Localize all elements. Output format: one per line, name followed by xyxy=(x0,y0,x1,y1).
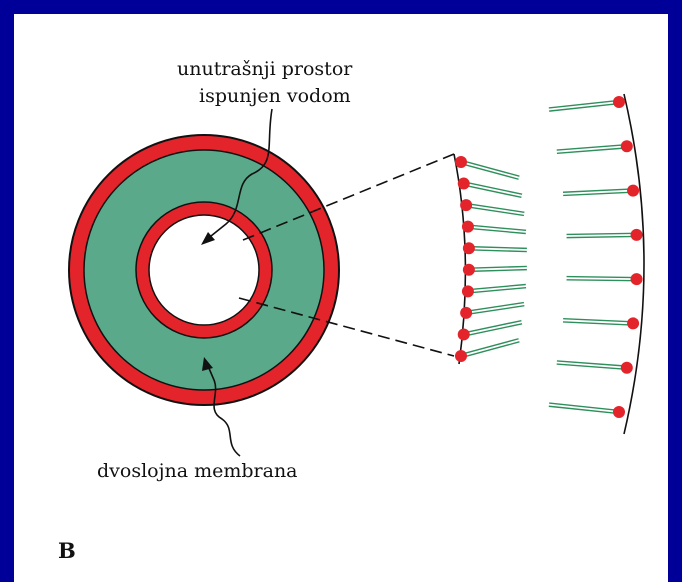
outer-lipid-3-tail-b xyxy=(563,191,634,197)
inner-lipid-2-head xyxy=(457,177,470,190)
outer-lipid-5-tail-a xyxy=(566,275,637,279)
membrane-pointer-line xyxy=(207,365,241,457)
membrane-label: dvoslojna membrana xyxy=(97,460,298,482)
inner-lipid-5-head xyxy=(462,242,475,255)
figure-frame: unutrašnji prostor ispunjen vodom dvoslo… xyxy=(14,14,668,582)
outer-lipid-4-tail-b xyxy=(566,235,637,239)
membrane-pointer-arrowhead xyxy=(202,357,213,371)
inner-lipid-2-tail-a xyxy=(463,184,522,199)
inner-lipid-8-head xyxy=(460,306,473,319)
inner-lipid-5-tail-a xyxy=(468,249,527,253)
outer-lipid-5-head xyxy=(630,273,643,286)
inner-lipid-3-head xyxy=(460,199,473,212)
outer-lipid-1-head xyxy=(613,96,625,108)
outer-lipid-8-tail-b xyxy=(548,405,619,415)
inner-lipid-9-tail-a xyxy=(463,323,523,337)
outer-lipid-3-head xyxy=(627,184,640,197)
outer-lipid-6-head xyxy=(627,317,640,330)
inner-lipid-4-head xyxy=(461,220,474,233)
inner-lipid-4-tail-a xyxy=(467,227,526,235)
inner-lipid-6-tail-b xyxy=(468,265,527,269)
outer-lipid-7-head xyxy=(620,361,633,374)
outer-lipid-1-tail-b xyxy=(549,102,620,112)
outer-lipid-8-head xyxy=(613,406,625,418)
inner-lipid-10-tail-b xyxy=(460,338,519,356)
inner-lipid-1-tail-b xyxy=(461,159,520,177)
inner-lipid-3-tail-b xyxy=(466,202,525,213)
inner-lipid-2-tail-b xyxy=(463,181,523,195)
inner-lipid-10-head xyxy=(455,350,467,362)
outer-lipid-4-tail-a xyxy=(566,232,637,236)
inner-space-pointer-line xyxy=(205,108,273,241)
inner-lipid-8-tail-a xyxy=(466,305,525,316)
outer-lipid-6-tail-b xyxy=(562,321,634,326)
outer-leaflet-boundary xyxy=(623,93,645,435)
inner-lipid-9-head xyxy=(457,328,470,341)
vesicle-diagram xyxy=(68,93,645,457)
outer-lipid-7-tail-a xyxy=(556,360,627,367)
outer-lipid-1-tail-a xyxy=(548,99,619,109)
inner-lipid-7-tail-b xyxy=(467,283,526,291)
inner-lipid-10-tail-a xyxy=(461,341,520,359)
inner-lipid-1-tail-a xyxy=(460,162,519,180)
inner-lipid-7-head xyxy=(461,285,474,298)
zoom-line-top xyxy=(242,153,455,241)
inner-lipid-3-tail-a xyxy=(465,206,525,217)
outer-lipid-5-tail-b xyxy=(566,279,637,282)
inner-lipid-7-tail-a xyxy=(468,286,527,294)
outer-lipid-6-tail-a xyxy=(563,318,634,323)
outer-lipid-2-tail-a xyxy=(556,143,627,151)
vesicle-cross-section xyxy=(68,134,340,406)
inner-lipid-4-tail-b xyxy=(468,224,527,232)
outer-lipid-2-head xyxy=(620,140,633,153)
inner-space-pointer-arrowhead xyxy=(201,232,215,245)
inner-lipid-1-head xyxy=(455,156,467,168)
inner-space-label-line2: ispunjen vodom xyxy=(199,85,351,107)
inner-lipid-9-tail-b xyxy=(463,319,522,334)
zoom-line-bottom xyxy=(238,297,455,357)
lipid-bilayer-detail xyxy=(455,96,643,418)
aqueous-core xyxy=(148,214,260,326)
outer-lipid-4-head xyxy=(630,228,643,241)
outer-lipid-7-tail-b xyxy=(556,363,627,371)
inner-space-label-line1: unutrašnji prostor xyxy=(177,58,353,80)
outer-lipid-3-tail-a xyxy=(562,188,634,193)
inner-lipid-6-tail-a xyxy=(468,268,527,273)
inner-lipid-6-head xyxy=(462,263,475,276)
inner-lipid-5-tail-b xyxy=(468,245,527,250)
inner-lipid-8-tail-b xyxy=(465,301,525,312)
outer-lipid-8-tail-a xyxy=(549,402,620,412)
outer-lipid-2-tail-b xyxy=(556,147,627,154)
panel-letter: B xyxy=(58,538,76,563)
